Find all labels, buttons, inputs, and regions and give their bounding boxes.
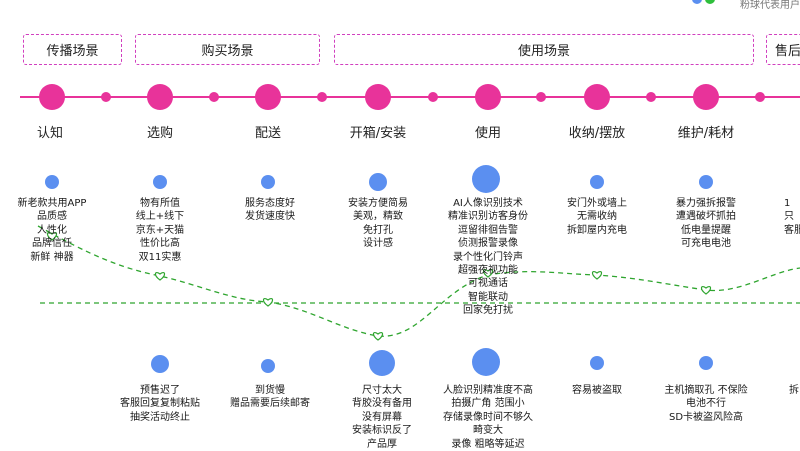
stage-dot-0 [39,84,65,110]
stage-dot-6 [693,84,719,110]
stage-dot-4 [475,84,501,110]
negative-bubble-4 [590,356,604,370]
heart-icon [700,285,712,295]
phase-propagation: 传播场景 [23,34,122,65]
positive-note-maintenance: 暴力强拆报警 遭遇破坏抓拍 低电量提醒 可充电电池 [676,198,736,250]
positive-note-selection: 物有所值 线上+线下 京东+天猫 性价比高 双11实惠 [135,198,185,263]
phase-usage: 使用场景 [334,34,754,65]
legend-text: 粉球代表用户 [740,0,800,11]
heart-icon [46,231,58,241]
negative-bubble-1 [261,359,275,373]
positive-bubble-3 [369,173,387,191]
sentiment-curve [37,225,800,337]
positive-note-delivery: 服务态度好 发货速度快 [245,198,295,223]
stage-use: 使用 [474,126,502,141]
negative-note-use: 人脸识别精准度不高 拍摄广角 范围小 存储录像时间不够久 畸变大 录像 粗略等延… [443,385,533,450]
positive-note-use: AI人像识别技术 精准识别访客身份 逗留徘徊告警 侦测报警录像 录个性化门铃声 … [448,198,528,317]
positive-bubble-0 [45,175,59,189]
stage-selection: 选购 [146,126,174,141]
minor-dot-2 [317,92,327,102]
negative-bubble-5 [699,356,713,370]
heart-icon [262,297,274,307]
minor-dot-6 [755,92,765,102]
heart-icon [154,271,166,281]
stage-awareness: 认知 [36,126,64,141]
minor-dot-1 [209,92,219,102]
negative-note-selection: 预售迟了 客服回复复制粘贴 抽奖活动终止 [120,385,200,423]
stage-dot-3 [365,84,391,110]
minor-dot-4 [536,92,546,102]
legend [692,0,715,4]
stage-dot-1 [147,84,173,110]
positive-note-storage: 安门外或墙上 无需收纳 拆卸屋内充电 [567,198,627,236]
phase-aftersales: 售后 [766,34,800,65]
stage-unboxing: 开箱/安装 [349,126,407,141]
stage-storage: 收纳/摆放 [568,126,626,141]
stage-maintenance: 维护/耗材 [677,126,735,141]
heart-icon [372,331,384,341]
legend-green-dot [705,0,715,4]
minor-dot-5 [646,92,656,102]
stage-dot-2 [255,84,281,110]
minor-dot-3 [428,92,438,102]
positive-bubble-2 [261,175,275,189]
positive-bubble-1 [153,175,167,189]
minor-dot-0 [101,92,111,102]
negative-bubble-2 [369,350,395,376]
negative-note-maintenance: 主机摘取孔 不保险 电池不行 SD卡被盗风险高 [664,385,748,423]
negative-bubble-3 [472,348,500,376]
positive-bubble-5 [590,175,604,189]
positive-note-edge: 1 只 客服 [784,198,800,236]
heart-icon [591,270,603,280]
stage-delivery: 配送 [254,126,282,141]
negative-note-unboxing: 尺寸太大 背胶没有备用 没有屏幕 安装标识反了 产品厚 [352,385,412,450]
negative-note-delivery: 到货慢 赠品需要后续邮寄 [230,385,310,410]
positive-bubble-6 [699,175,713,189]
negative-bubble-0 [151,355,169,373]
stage-dot-5 [584,84,610,110]
legend-blue-dot [692,0,702,4]
negative-note-edge: 拆 [789,385,799,396]
positive-bubble-4 [472,165,500,193]
heart-icon [482,268,494,278]
positive-note-awareness: 新老款共用APP 品质感 人性化 品牌信任 新鲜 神器 [17,198,87,263]
phase-purchase: 购买场景 [135,34,320,65]
positive-note-unboxing: 安装方便简易 美观，精致 免打孔 设计感 [348,198,408,250]
negative-note-storage: 容易被盗取 [572,385,622,396]
